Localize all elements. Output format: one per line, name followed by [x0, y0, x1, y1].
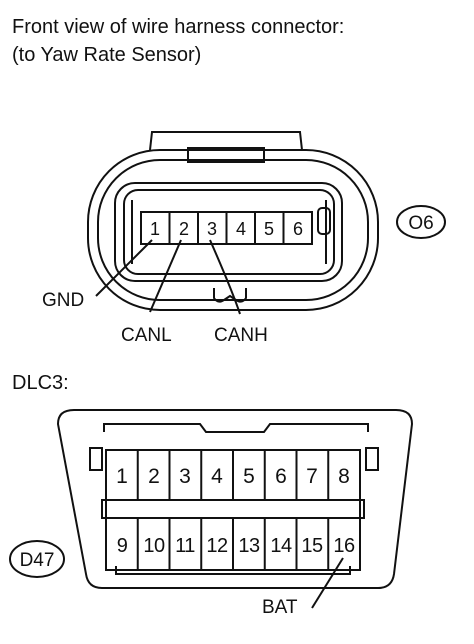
gnd-label: GND — [42, 290, 84, 311]
dlc3-center-bar — [101, 499, 365, 519]
yaw-pin-3: 3 — [207, 219, 217, 239]
yaw-pin-2: 2 — [179, 219, 189, 239]
dlc3-pin-4: 4 — [211, 465, 223, 488]
dlc3-pin-1: 1 — [116, 465, 128, 488]
dlc3-pin-11: 11 — [175, 535, 195, 557]
bat-leader-line — [311, 557, 344, 609]
dlc3-pin-7: 7 — [306, 465, 318, 488]
dlc3-pin-12: 12 — [206, 535, 228, 557]
dlc3-top-notch — [103, 423, 369, 433]
dlc3-top-row-separators — [136, 450, 330, 500]
yaw-pin-4: 4 — [236, 219, 246, 239]
dlc3-pin-10: 10 — [143, 535, 165, 557]
dlc3-pin-9: 9 — [117, 535, 128, 557]
o6-badge — [396, 205, 446, 239]
dlc3-pin-3: 3 — [179, 465, 191, 488]
gnd-leader-line — [95, 239, 153, 297]
dlc3-pin-16: 16 — [333, 535, 355, 557]
canl-label: CANL — [121, 325, 172, 346]
bat-label: BAT — [262, 597, 298, 618]
dlc3-pin-15: 15 — [301, 535, 323, 557]
yaw-pin-1: 1 — [150, 219, 160, 239]
yaw-connector-shell-outer — [87, 149, 379, 311]
yaw-pin-separators — [168, 212, 285, 244]
canh-leader-line — [209, 239, 241, 315]
dlc3-shell — [56, 409, 414, 589]
connector1-title-line2: (to Yaw Rate Sensor) — [12, 44, 202, 66]
dlc3-title: DLC3: — [12, 372, 69, 394]
yaw-pin-5: 5 — [264, 219, 274, 239]
dlc3-pin-14: 14 — [270, 535, 292, 557]
d47-badge-label: D47 — [20, 550, 55, 571]
yaw-connector-shell-mid — [97, 159, 369, 301]
yaw-connector-latch — [149, 131, 303, 151]
yaw-pin-6: 6 — [293, 219, 303, 239]
canl-leader-line — [149, 239, 182, 313]
dlc3-left-latch — [89, 447, 103, 471]
d47-badge — [9, 540, 65, 578]
dlc3-pin-8: 8 — [338, 465, 350, 488]
yaw-connector-key — [317, 207, 331, 235]
dlc3-pin-2: 2 — [148, 465, 160, 488]
dlc3-right-latch — [365, 447, 379, 471]
dlc3-bottom-row-separators — [136, 518, 330, 570]
yaw-connector-latch-inner — [187, 147, 265, 163]
connector1-title-line1: Front view of wire harness connector: — [12, 16, 345, 38]
dlc3-pin-6: 6 — [275, 465, 287, 488]
yaw-connector-body-inner — [123, 189, 335, 275]
canh-label: CANH — [214, 325, 268, 346]
yaw-connector-bottom-tab — [213, 288, 247, 303]
dlc3-pin-13: 13 — [238, 535, 260, 557]
yaw-connector: 1 2 3 4 5 6 GND CANL CANH O6 — [42, 131, 446, 346]
o6-badge-label: O6 — [408, 213, 433, 234]
dlc3-connector: 1 2 3 4 5 6 7 8 9 10 11 12 13 14 15 16 B… — [9, 409, 414, 618]
dlc3-pin-5: 5 — [243, 465, 255, 488]
